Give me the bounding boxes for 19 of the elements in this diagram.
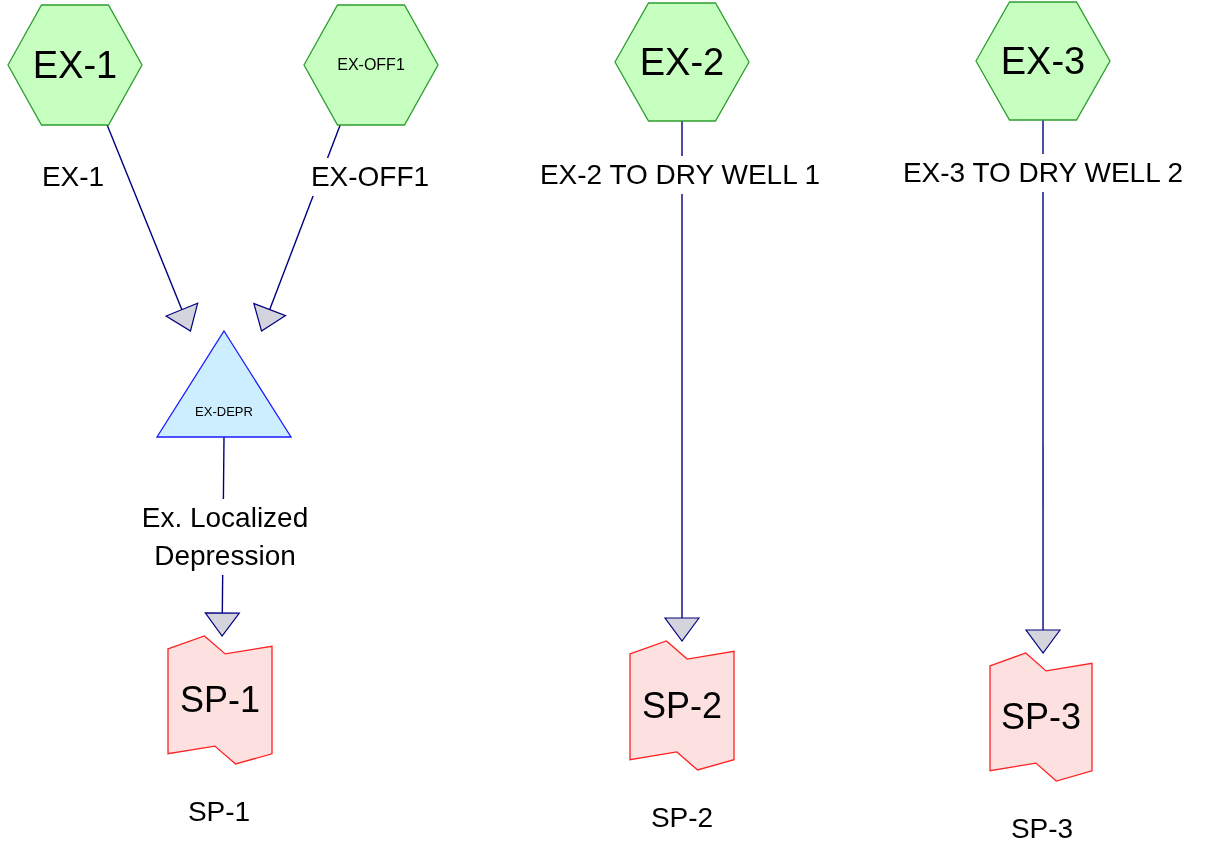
node-label: EX-1: [32, 43, 118, 87]
storage-node: [990, 653, 1092, 781]
node-label: EX-OFF1: [337, 56, 405, 74]
node-label: SP-3: [1000, 696, 1081, 738]
storage-node: [168, 636, 272, 764]
arrow: [106, 124, 199, 332]
node-label: EX-3: [1000, 39, 1086, 83]
arrow: [664, 120, 700, 642]
node-label: EX-2: [639, 40, 725, 84]
node-label: SP-1: [179, 679, 260, 721]
hexagon-node: [304, 5, 438, 125]
hexagon-node: [8, 5, 142, 125]
node-label: EX-DEPR: [195, 404, 253, 419]
triangle-node: [157, 331, 291, 437]
storage-node: [630, 641, 734, 770]
hexagon-node: [976, 2, 1110, 120]
node-label: SP-2: [641, 684, 722, 727]
hexagon-node: [615, 3, 749, 121]
arrow: [1025, 119, 1061, 654]
